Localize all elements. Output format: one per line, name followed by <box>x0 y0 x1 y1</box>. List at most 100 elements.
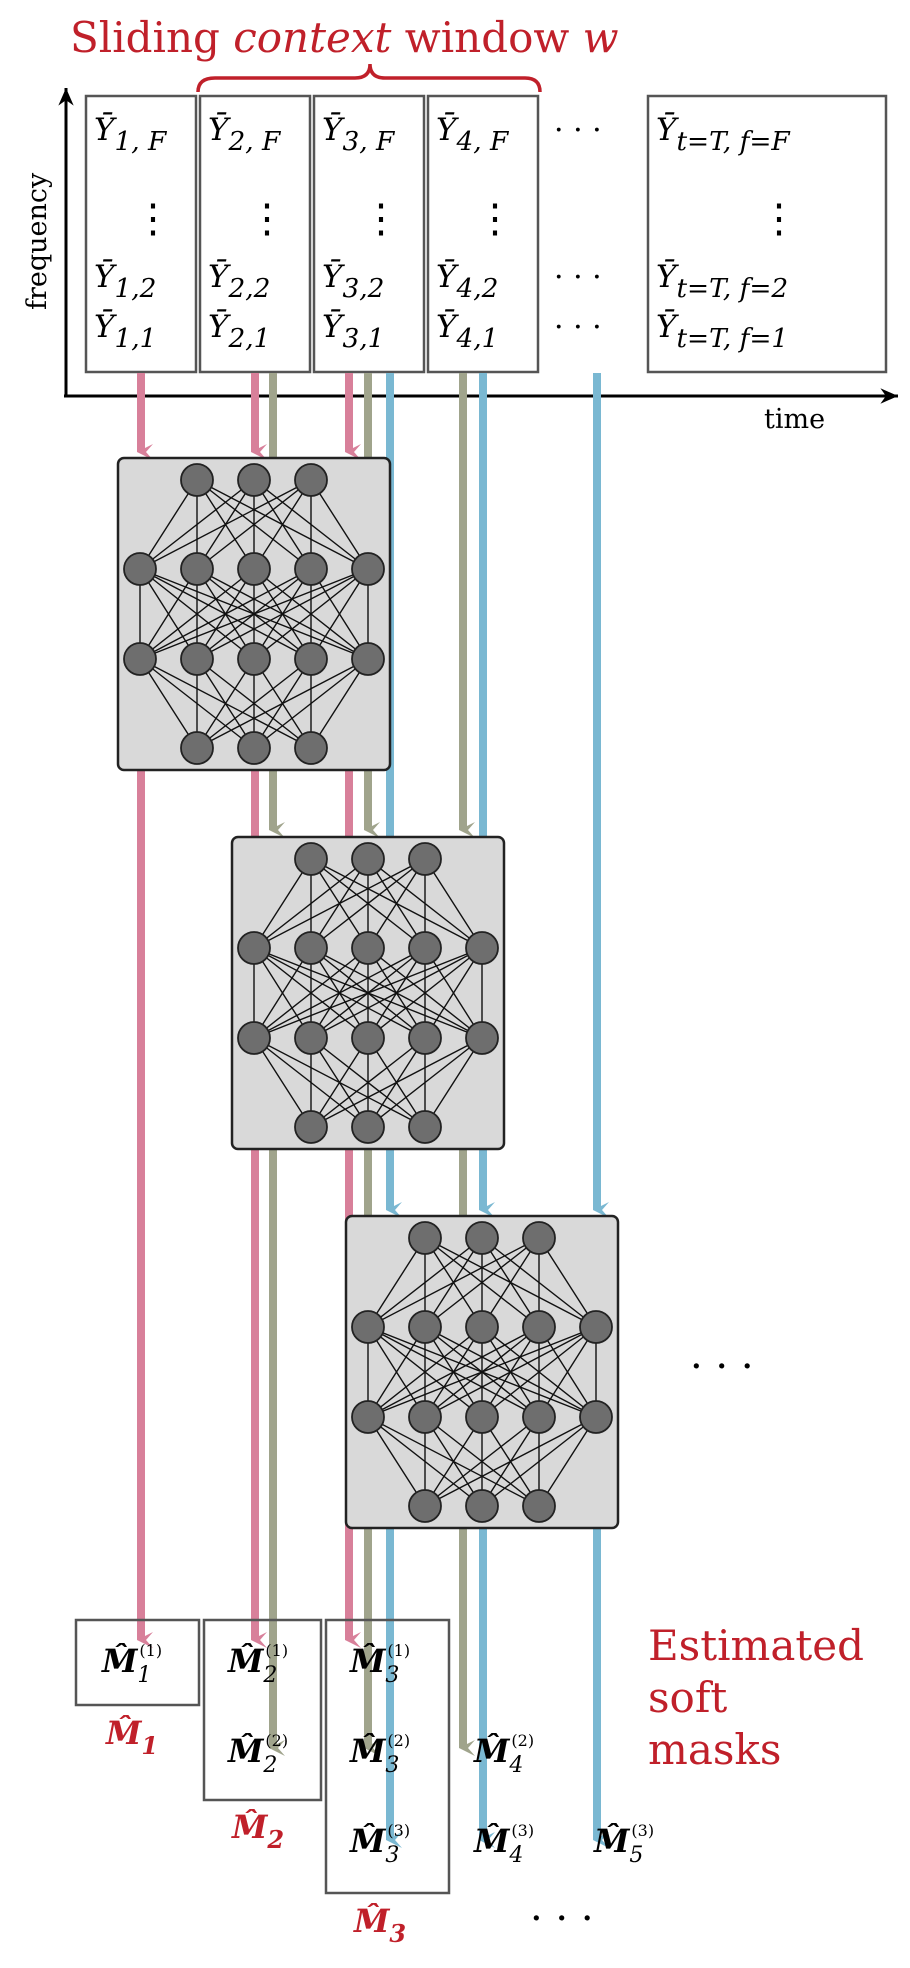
input-frames: Ȳ1, F⋮Ȳ1,2Ȳ1,1Ȳ2, F⋮Ȳ2,2Ȳ2,1Ȳ3, F⋮Ȳ3,2Ȳ3… <box>84 94 888 374</box>
frame-box-4 <box>426 94 540 374</box>
title-middle: window <box>391 13 582 62</box>
mask-group-label-3-sub: 3 <box>389 1919 406 1948</box>
mask-label-8-base: M̂ <box>473 1822 511 1860</box>
network-1-edge <box>139 568 255 660</box>
network-3-edge <box>367 1237 483 1328</box>
network-2-edge <box>253 947 426 1039</box>
estimated-label-line-1: Estimated <box>648 1621 864 1670</box>
frame-5-row1-label: Ȳt=T, f=1 <box>656 308 788 354</box>
network-3-node <box>522 1310 556 1344</box>
network-1-node <box>351 642 385 676</box>
frame-3-row2-label-sub: 3,2 <box>342 274 384 304</box>
network-2-node <box>351 1110 385 1144</box>
mask-group-label-2-base: M̂ <box>231 1808 269 1846</box>
mask-label-8-sub: 4 <box>508 1843 523 1868</box>
frame-ellipsis-3: · · · <box>554 310 602 345</box>
frame-ellipsis-2: · · · <box>554 260 602 295</box>
more-masks-ellipsis: · · · <box>530 1896 594 1942</box>
network-1-edge <box>310 479 369 570</box>
network-1-edge <box>310 658 369 749</box>
mask-group-label-1-sub: 1 <box>141 1731 158 1760</box>
neural-network-2 <box>230 835 506 1151</box>
network-3-edge <box>538 1326 597 1418</box>
frame-ellipsis-1: · · · <box>554 113 602 148</box>
context-window-brace <box>196 63 542 93</box>
estimated-label-line-3: masks <box>648 1725 781 1774</box>
network-2-edge <box>424 858 483 949</box>
mask-label-3-base: M̂ <box>227 1732 265 1770</box>
network-3-node <box>351 1310 385 1344</box>
network-2-node <box>351 1021 385 1055</box>
network-1-edge <box>310 568 369 660</box>
network-1-node <box>180 731 214 765</box>
frame-4-row2-label-base: Ȳ <box>436 258 459 295</box>
network-1-node <box>237 552 271 586</box>
network-1-node <box>180 463 214 497</box>
network-2-edge <box>310 1037 483 1128</box>
network-1-node <box>180 642 214 676</box>
mask-label-4-sup: (1) <box>387 1641 410 1660</box>
network-2-node <box>408 931 442 965</box>
network-3-node <box>579 1400 613 1434</box>
network-3-edge <box>367 1326 426 1418</box>
mask-label-1: M̂1(1) <box>101 1641 162 1688</box>
mask-label-2: M̂2(1) <box>227 1641 288 1688</box>
frame-3-top-label: Ȳ3, F <box>322 111 396 157</box>
frame-1-top-label-base: Ȳ <box>94 111 117 148</box>
frame-5-vdots: ⋮ <box>759 196 799 242</box>
network-1-edge <box>139 479 255 570</box>
mask-label-1-sub: 1 <box>137 1663 151 1688</box>
mask-group-box-2 <box>202 1618 323 1802</box>
network-1-node <box>294 731 328 765</box>
mask-label-1-base: M̂ <box>101 1642 139 1680</box>
network-3-edge <box>424 1237 540 1328</box>
network-1-node <box>294 552 328 586</box>
network-2-node <box>351 931 385 965</box>
network-1-node <box>237 731 271 765</box>
title-prefix: Sliding <box>70 13 233 62</box>
mask-label-8: M̂4(3) <box>473 1821 534 1868</box>
network-3-node <box>579 1310 613 1344</box>
network-3-node <box>522 1221 556 1255</box>
frame-3-top-label-sub: 3, F <box>342 127 396 157</box>
network-3-edge <box>367 1326 483 1418</box>
network-3-edge <box>367 1237 426 1328</box>
title-window-var: w <box>583 13 619 62</box>
frame-5-row1-label-sub: t=T, f=1 <box>676 324 788 354</box>
frame-4-row2-label-sub: 4,2 <box>455 274 498 304</box>
title-context-word: context <box>233 13 391 62</box>
network-2-node <box>465 1021 499 1055</box>
network-3-edge <box>367 1237 540 1328</box>
frame-2-top-label-base: Ȳ <box>208 111 231 148</box>
mask-label-5: M̂3(2) <box>349 1731 410 1778</box>
mask-label-6-base: M̂ <box>349 1822 387 1860</box>
frame-2-row1-label-sub: 2,1 <box>227 324 270 354</box>
network-2-edge <box>424 1037 483 1128</box>
mask-label-7-sup: (2) <box>511 1731 534 1750</box>
network-3-edge <box>538 1237 597 1328</box>
network-2-edge <box>253 1037 312 1128</box>
mask-label-7-base: M̂ <box>473 1732 511 1770</box>
mask-label-4-sub: 3 <box>385 1663 399 1688</box>
network-2-edge <box>367 858 426 949</box>
network-2-edge <box>424 947 483 1039</box>
network-1-node <box>294 463 328 497</box>
network-3-node <box>408 1489 442 1523</box>
network-3-node <box>351 1400 385 1434</box>
frame-5-row1-label-base: Ȳ <box>656 308 679 345</box>
frame-2-row2-label: Ȳ2,2 <box>208 258 270 304</box>
mask-label-4-base: M̂ <box>349 1642 387 1680</box>
mask-group-label-2-sub: 2 <box>266 1825 284 1854</box>
mask-label-4: M̂3 (1) <box>349 1641 410 1688</box>
frame-4-row1-label: Ȳ4,1 <box>436 308 498 354</box>
mask-group-label-1-base: M̂ <box>105 1714 143 1752</box>
frame-box-5 <box>646 94 888 374</box>
network-1-edge <box>196 658 369 749</box>
mask-label-9: M̂5(3) <box>593 1821 654 1868</box>
network-3-node <box>408 1400 442 1434</box>
network-2-node <box>294 931 328 965</box>
network-3-edge <box>481 1237 540 1328</box>
network-3-edge <box>481 1416 597 1507</box>
frame-5-row2-label-base: Ȳ <box>656 258 679 295</box>
network-2-edge <box>310 1037 369 1128</box>
